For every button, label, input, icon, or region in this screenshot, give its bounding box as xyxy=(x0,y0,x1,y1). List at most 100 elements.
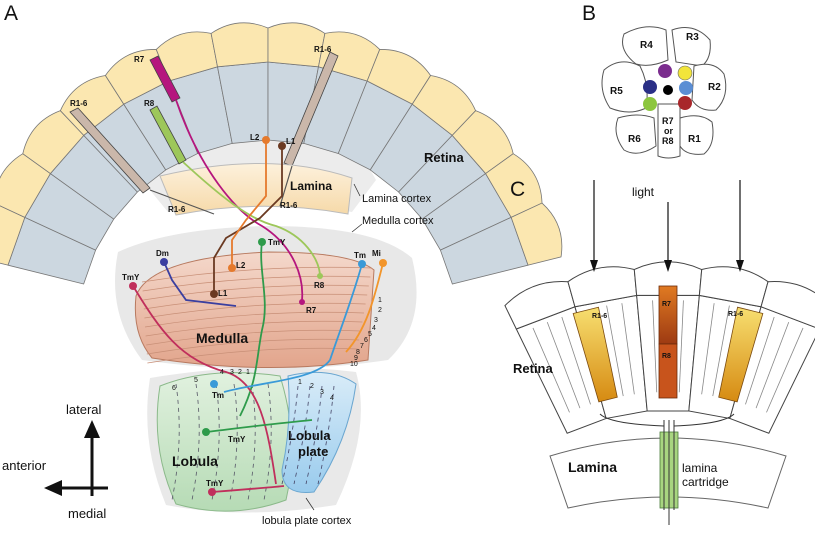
lobula-region xyxy=(156,372,293,512)
medulla-layer-5: 5 xyxy=(368,331,372,338)
lobula-layer-lines xyxy=(171,383,272,501)
l1-neuron xyxy=(213,146,283,292)
tmy-left-neuron xyxy=(132,285,277,485)
medulla-layer-3: 3 xyxy=(374,317,378,324)
r16-left-terminal xyxy=(149,189,215,215)
lamina-c-label: Lamina xyxy=(568,459,617,475)
photoreceptor-outline xyxy=(701,303,715,395)
medulla-layer-line xyxy=(145,320,363,337)
tm-right-neuron xyxy=(223,263,363,393)
r8-medulla-label: R8 xyxy=(314,281,325,290)
r16-right-rhabdomere xyxy=(718,306,764,403)
lobula-plate-region xyxy=(281,371,357,494)
r5-label: R5 xyxy=(610,86,623,97)
photoreceptor-outline xyxy=(561,316,591,405)
cartridge-label-2: cartridge xyxy=(682,475,729,489)
ommatidium-c-lens xyxy=(760,280,815,328)
l1-cell-body xyxy=(278,142,286,150)
photoreceptor-outline xyxy=(766,327,804,413)
retina-c-label: Retina xyxy=(513,361,554,376)
l1-top-label: L1 xyxy=(286,137,296,146)
l2-neuron xyxy=(231,140,267,266)
l2-top-label: L2 xyxy=(250,133,260,142)
r7-label: R7 xyxy=(134,55,145,64)
lamina-cortex-label: Lamina cortex xyxy=(362,193,432,205)
tmy-left-cell-body xyxy=(129,282,137,290)
lobula-layer-line xyxy=(247,383,256,501)
r8-rhabdomere-c xyxy=(658,343,678,399)
cartridge-label-1: lamina xyxy=(682,461,718,475)
medulla-layer-line xyxy=(144,302,366,319)
r7-medulla-label: R7 xyxy=(306,306,317,315)
plate-layer-2: 2 xyxy=(310,383,314,390)
r8-medulla-terminal xyxy=(317,273,323,279)
neuron-bodies xyxy=(129,136,387,496)
rhabdomeres xyxy=(643,64,693,111)
panel-b: B R4 R3 R5 R2 R6 R1 R7 or R8 xyxy=(582,2,727,159)
medulla-cortex-label: Medulla cortex xyxy=(362,215,434,227)
r16-left-rhabdomere xyxy=(572,306,618,403)
r2-label: R2 xyxy=(708,82,721,93)
medulla-label: Medulla xyxy=(196,330,248,346)
retina-ommatidia xyxy=(0,22,563,285)
light-arrows xyxy=(590,180,744,272)
lobula-layer-line xyxy=(171,383,180,501)
tmy-top-label: TmY xyxy=(268,238,286,247)
dm-cell-body xyxy=(160,258,168,266)
tmy-lobula-label: TmY xyxy=(228,435,246,444)
tm-lobula-label: Tm xyxy=(212,391,224,400)
plate-layer-line xyxy=(317,385,335,485)
mi-label: Mi xyxy=(372,249,381,258)
lobula-layer-1: 1 xyxy=(246,369,250,376)
ommatidium-cross-section xyxy=(601,26,727,159)
r7-r8-rhabdomere xyxy=(663,85,673,95)
lobula-layer-6: 6 xyxy=(172,385,176,392)
l2-medulla-body xyxy=(228,264,236,272)
photoreceptor-outline xyxy=(678,300,684,393)
r4-rhabdomere xyxy=(658,64,672,78)
light-label: light xyxy=(632,185,655,199)
photoreceptor-outline xyxy=(532,327,570,413)
lamina-region xyxy=(159,162,353,216)
panel-b-label: B xyxy=(582,2,596,25)
tmy-bottom-body xyxy=(208,488,216,496)
medulla-region xyxy=(134,251,375,369)
r8-axon xyxy=(182,161,321,275)
r5-cell xyxy=(601,61,648,113)
medulla-layer-line xyxy=(142,275,371,292)
collecting-axons xyxy=(599,413,735,427)
panel-a: A xyxy=(0,2,563,527)
r16-right-c-label: R1-6 xyxy=(728,311,743,318)
tmy-bottom-label: TmY xyxy=(206,479,224,488)
tmy-bottom-neuron xyxy=(211,485,285,493)
r7-medulla-terminal xyxy=(299,299,305,305)
r6-rhabdomere xyxy=(643,97,657,111)
medulla-layer-1: 1 xyxy=(378,297,382,304)
r16-lamina-left-label: R1-6 xyxy=(168,205,186,214)
lobula-plate-label-2: plate xyxy=(298,444,328,459)
tmy-left-label: TmY xyxy=(122,273,140,282)
r16-lamina-right-label: R1-6 xyxy=(280,201,298,210)
l1-medulla-label: L1 xyxy=(218,289,228,298)
medulla-layer-6: 6 xyxy=(364,337,368,344)
photoreceptor-outline xyxy=(712,305,730,397)
photoreceptor-outline xyxy=(606,305,624,397)
r4-cell xyxy=(622,26,669,66)
dm-neuron xyxy=(163,261,237,307)
r7-photoreceptor-body xyxy=(149,55,181,103)
r8-label: R8 xyxy=(144,99,155,108)
r4-label: R4 xyxy=(640,40,653,51)
tmy-lobula-body xyxy=(202,428,210,436)
photoreceptor-outline xyxy=(652,300,658,393)
r2-rhabdomere xyxy=(679,81,693,95)
or-label-b: or xyxy=(664,126,673,136)
l1-medulla-body xyxy=(210,290,218,298)
plate-layer-3: 3 xyxy=(320,389,324,396)
medulla-layer-line xyxy=(143,293,368,310)
r1-label: R1 xyxy=(688,134,701,145)
mi-cell-body xyxy=(379,259,387,267)
lobula-layer-3: 3 xyxy=(230,369,234,376)
medulla-layer-line xyxy=(146,338,360,355)
r16-left-photoreceptor xyxy=(69,107,151,194)
